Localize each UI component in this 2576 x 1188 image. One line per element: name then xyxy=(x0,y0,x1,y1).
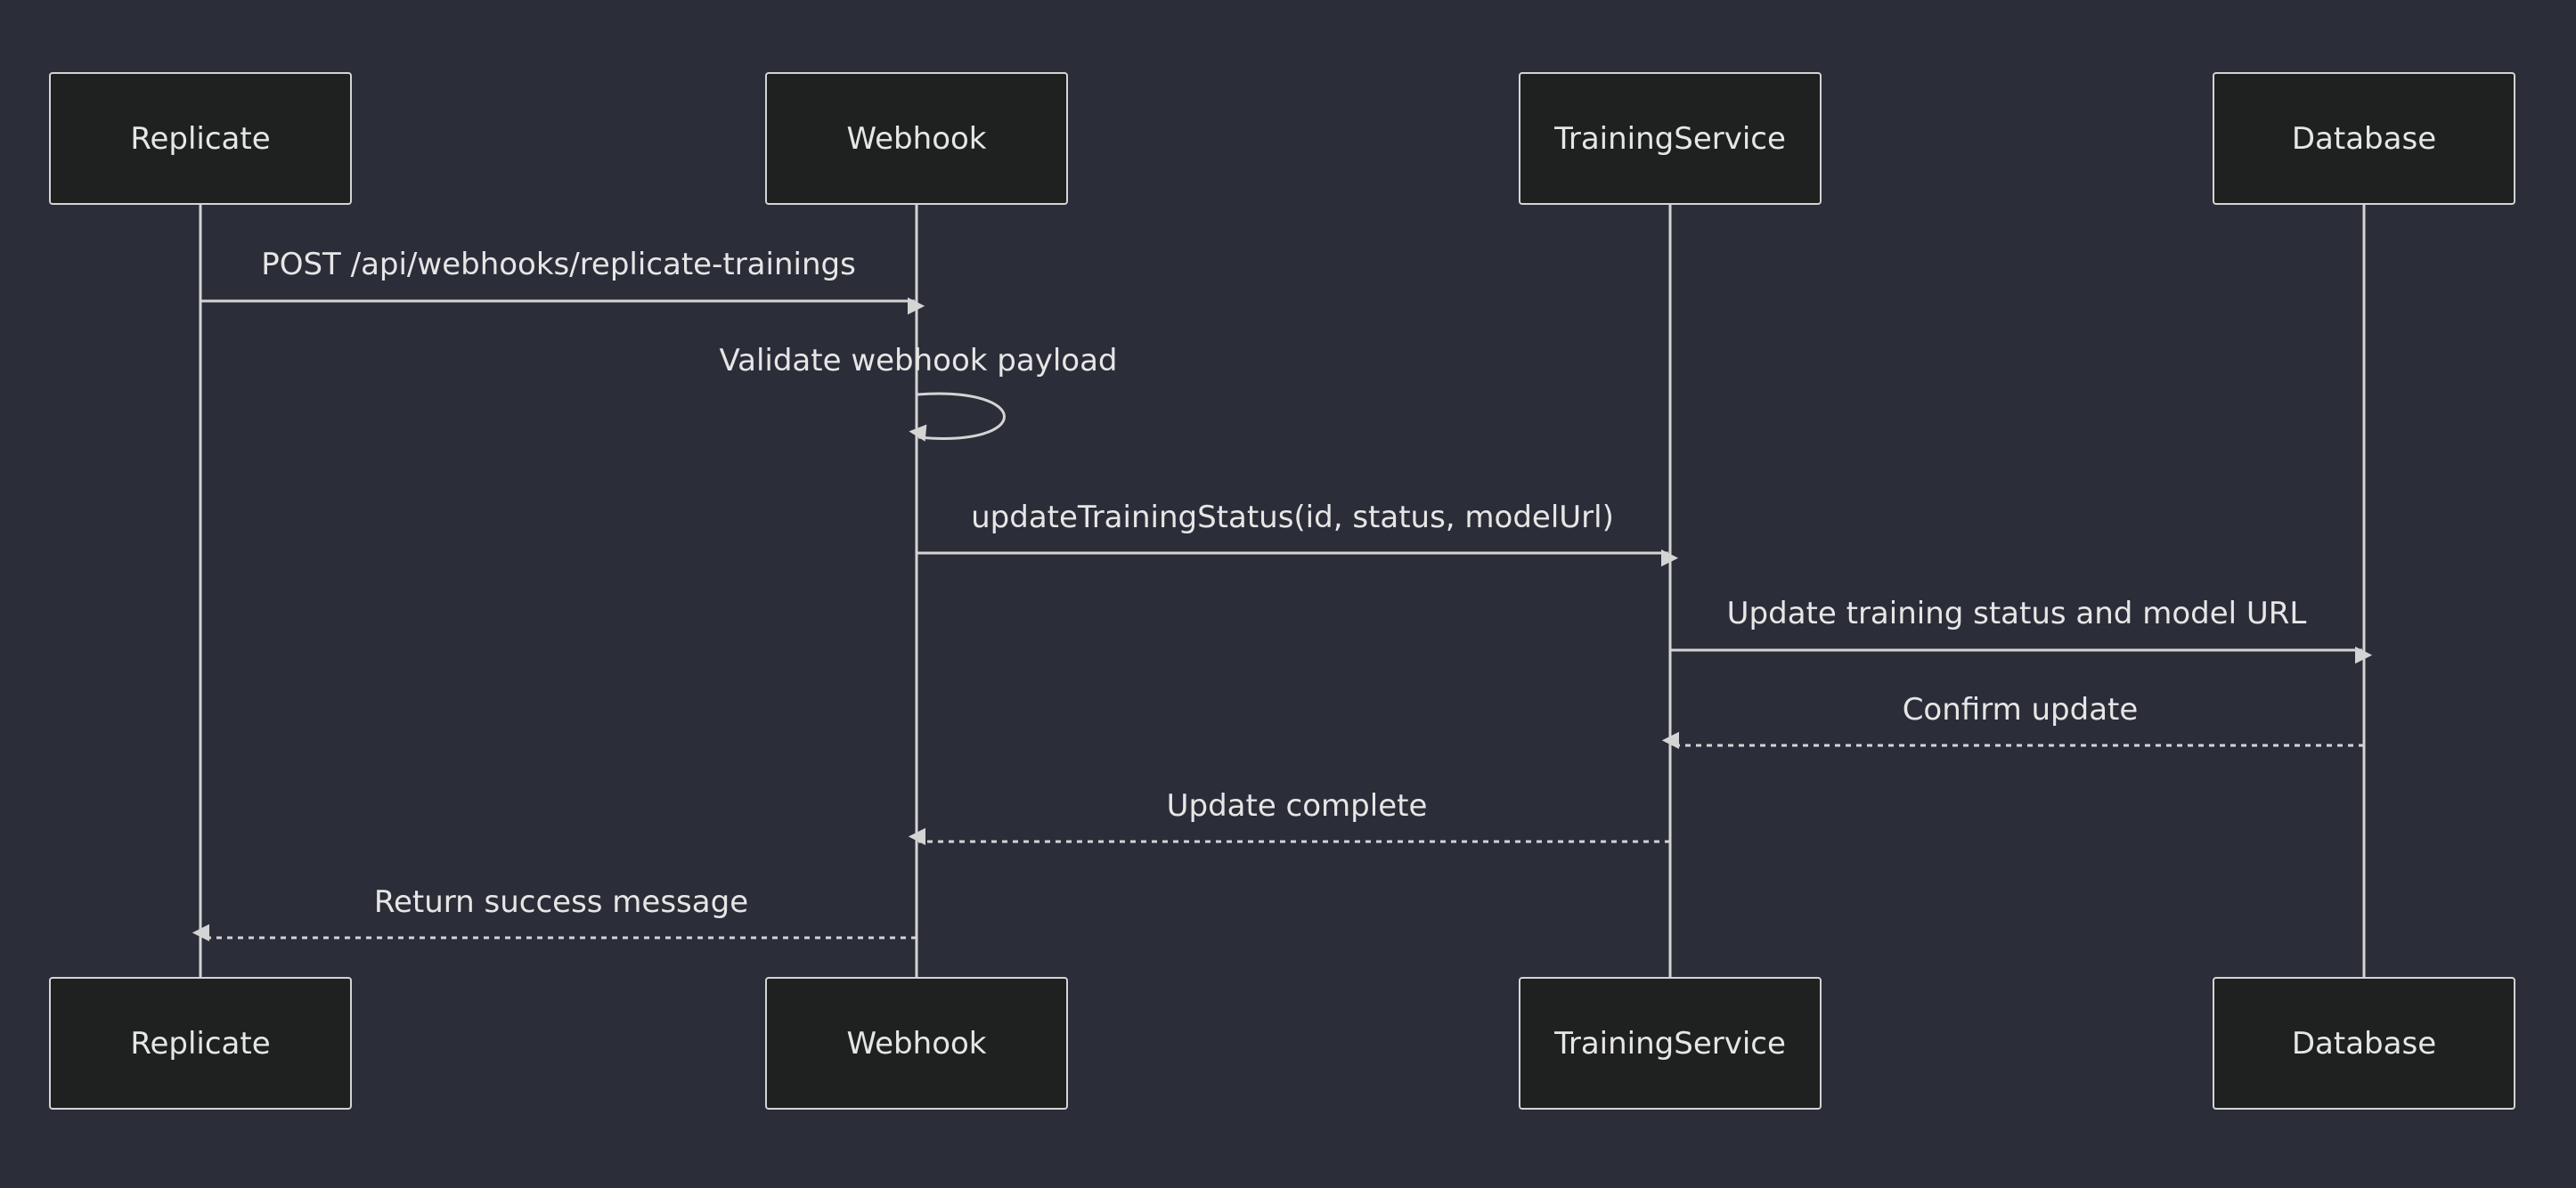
actor-label: TrainingService xyxy=(1553,121,1786,157)
message-update-complete: Update complete xyxy=(908,788,1670,845)
message-label: Update complete xyxy=(1167,788,1428,824)
message-label: Return success message xyxy=(374,884,748,920)
actor-label: Database xyxy=(2292,121,2436,157)
actor-bottom-replicate: Replicate xyxy=(49,977,352,1110)
actor-label: Webhook xyxy=(847,1026,987,1062)
actor-label: Replicate xyxy=(130,121,270,157)
message-validate-payload: Validate webhook payload xyxy=(720,343,1118,442)
message-post-webhook: POST /api/webhooks/replicate-trainings xyxy=(200,247,925,315)
message-label: Confirm update xyxy=(1903,692,2139,728)
actor-bottom-database: Database xyxy=(2213,977,2515,1110)
actor-top-training-service: TrainingService xyxy=(1519,72,1822,205)
actor-label: TrainingService xyxy=(1553,1026,1786,1062)
actor-label: Replicate xyxy=(130,1026,270,1062)
message-label: POST /api/webhooks/replicate-trainings xyxy=(261,247,856,282)
actor-top-database: Database xyxy=(2213,72,2515,205)
actor-bottom-webhook: Webhook xyxy=(765,977,1068,1110)
message-label: updateTrainingStatus(id, status, modelUr… xyxy=(971,500,1614,535)
actor-top-webhook: Webhook xyxy=(765,72,1068,205)
actor-label: Database xyxy=(2292,1026,2436,1062)
actor-bottom-training-service: TrainingService xyxy=(1519,977,1822,1110)
message-label: Update training status and model URL xyxy=(1727,596,2307,631)
message-confirm-update: Confirm update xyxy=(1661,692,2364,749)
message-label: Validate webhook payload xyxy=(720,343,1118,378)
message-update-training-status: updateTrainingStatus(id, status, modelUr… xyxy=(917,500,1679,567)
message-return-success: Return success message xyxy=(192,884,917,941)
actor-label: Webhook xyxy=(847,121,987,157)
message-update-db: Update training status and model URL xyxy=(1670,596,2373,664)
lifelines xyxy=(199,204,2366,978)
actor-top-replicate: Replicate xyxy=(49,72,352,205)
self-loop-arrow xyxy=(909,392,1006,442)
